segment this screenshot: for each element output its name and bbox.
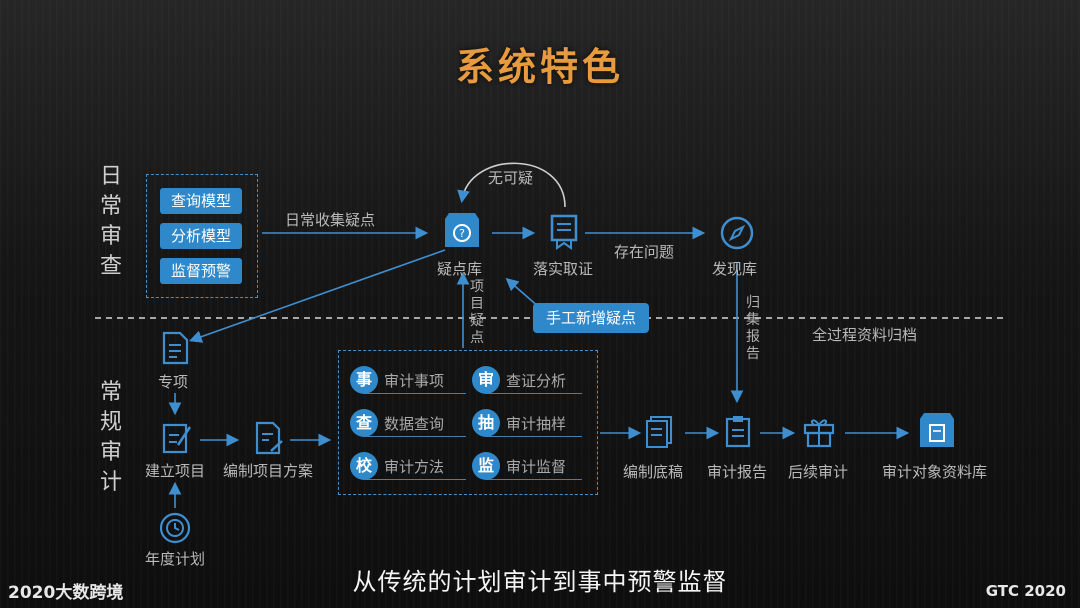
audit-item-badge: 校 (350, 452, 378, 480)
section-regular-audit: 常 规 审 计 (96, 378, 126, 498)
archive-report-label: 归 集 报 告 (744, 295, 762, 363)
audit-item-label: 查证分析 (506, 372, 567, 390)
brand-logo-right: GTC 2020 (985, 582, 1066, 600)
section-char: 审 (99, 224, 122, 249)
archive-report-char: 告 (746, 346, 760, 362)
audit-item-underline (486, 479, 582, 480)
page-title: 系统特色 (455, 45, 624, 89)
audit-item-badge: 审 (472, 366, 500, 394)
verify-icon (547, 214, 581, 250)
audit-items-box (338, 350, 598, 495)
section-char: 规 (99, 410, 122, 435)
svg-text:?: ? (459, 227, 465, 240)
project-doubt-char: 点 (470, 330, 484, 346)
gift-box-icon (802, 414, 836, 448)
audit-item-underline (364, 393, 466, 394)
archive-box-icon (916, 411, 958, 451)
audit-item-underline (364, 479, 466, 480)
manual-add-doubt-button[interactable]: 手工新增疑点 (533, 303, 649, 333)
audit-report-label: 审计报告 (707, 463, 768, 481)
issue-exists-label: 存在问题 (614, 243, 675, 261)
archive-report-char: 归 (746, 295, 760, 311)
prepare-plan-label: 编制项目方案 (223, 462, 314, 480)
doubt-library-icon: ? (441, 211, 483, 251)
section-char: 日 (99, 164, 122, 189)
project-doubt-label: 项 目 疑 点 (468, 279, 486, 347)
section-char: 审 (99, 440, 122, 465)
brand-logo-left: 2020大数跨境 (8, 583, 124, 603)
model-query: 查询模型 (160, 188, 242, 214)
section-char: 计 (99, 470, 122, 495)
subtitle-caption: 从传统的计划审计到事中预警监督 (352, 568, 728, 596)
audit-item-badge: 事 (350, 366, 378, 394)
object-library-label: 审计对象资料库 (882, 463, 988, 481)
audit-item-label: 审计事项 (384, 372, 445, 390)
discovery-library-label: 发现库 (712, 260, 758, 278)
model-analysis: 分析模型 (160, 223, 242, 249)
no-doubt-label: 无可疑 (488, 169, 534, 187)
project-doubt-char: 疑 (470, 313, 484, 329)
edit-icon (161, 421, 193, 455)
audit-item-underline (364, 436, 466, 437)
verify-label: 落实取证 (533, 260, 594, 278)
audit-item-underline (486, 436, 582, 437)
audit-item-label: 审计监督 (506, 458, 567, 476)
archive-report-char: 集 (746, 312, 760, 328)
section-char: 常 (99, 380, 122, 405)
audit-item-underline (486, 393, 582, 394)
create-project-label: 建立项目 (145, 462, 206, 480)
clock-icon (158, 511, 192, 545)
annual-plan-label: 年度计划 (145, 550, 206, 568)
doubt-library-label: 疑点库 (437, 260, 483, 278)
compass-icon (719, 215, 755, 251)
clipboard-icon (724, 414, 752, 448)
plan-document-icon (253, 421, 285, 455)
followup-audit-label: 后续审计 (788, 463, 849, 481)
audit-item-badge: 监 (472, 452, 500, 480)
draft-icon (644, 415, 674, 449)
section-daily-review: 日 常 审 查 (96, 162, 126, 282)
full-archive-label: 全过程资料归档 (812, 326, 918, 344)
project-doubt-char: 目 (470, 296, 484, 312)
audit-item-label: 审计方法 (384, 458, 445, 476)
audit-item-badge: 查 (350, 409, 378, 437)
archive-report-char: 报 (746, 329, 760, 345)
special-item-label: 专项 (158, 373, 189, 391)
project-doubt-char: 项 (470, 279, 484, 295)
model-alert: 监督预警 (160, 258, 242, 284)
audit-item-label: 审计抽样 (506, 415, 567, 433)
audit-item-label: 数据查询 (384, 415, 445, 433)
prepare-draft-label: 编制底稿 (623, 463, 684, 481)
models-box (146, 174, 258, 298)
section-char: 查 (99, 254, 122, 279)
section-char: 常 (99, 194, 122, 219)
document-icon (160, 331, 190, 365)
audit-item-badge: 抽 (472, 409, 500, 437)
daily-collect-label: 日常收集疑点 (285, 211, 376, 229)
